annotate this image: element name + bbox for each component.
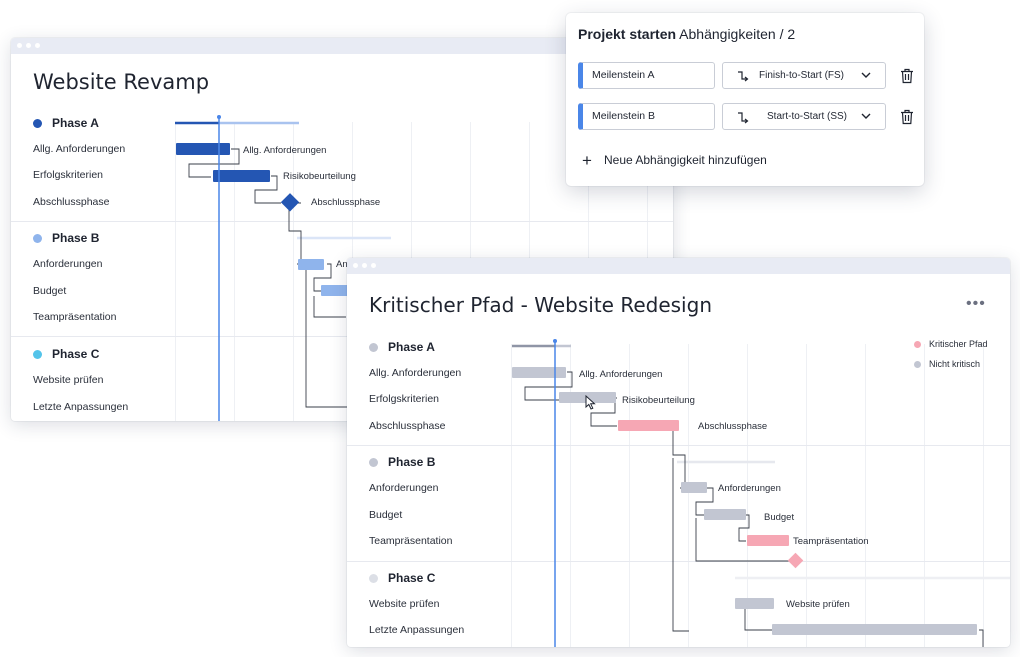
dependency-type-select[interactable]: Start-to-Start (SS) [722, 103, 886, 130]
page-title: Kritischer Pfad - Website Redesign [369, 293, 712, 317]
popup-title: Projekt starten Abhängigkeiten / 2 [578, 26, 796, 42]
page-title: Website Revamp [33, 70, 210, 94]
bar-label: Website prüfen [786, 599, 850, 610]
phase-a-dot [33, 119, 42, 128]
task-label: Letzte Anpassungen [369, 624, 465, 636]
bar-label: Teampräsentation [793, 536, 869, 547]
task-label: Website prüfen [369, 598, 440, 610]
gantt-bar[interactable] [176, 143, 230, 155]
phase-a-dot [369, 343, 378, 352]
gantt-bar-critical[interactable] [618, 420, 679, 431]
task-label: Teampräsentation [369, 535, 453, 547]
phase-b-label: Phase B [388, 455, 436, 469]
phase-b-dot [369, 458, 378, 467]
milestone-diamond[interactable] [280, 193, 300, 212]
bar-label: Anforderungen [718, 483, 781, 494]
dependency-type-select[interactable]: Finish-to-Start (FS) [722, 62, 886, 89]
phase-a-label: Phase A [388, 340, 435, 354]
bar-label: Risikobeurteilung [283, 171, 356, 182]
task-label: Erfolgskriterien [33, 169, 104, 181]
task-label: Abschlussphase [369, 420, 446, 432]
start-to-start-icon [738, 112, 749, 124]
plus-icon: + [582, 151, 592, 170]
window-titlebar [11, 38, 673, 54]
bar-label: Abschlussphase [698, 421, 768, 432]
delete-icon[interactable] [900, 68, 914, 84]
bar-label: Risikobeurteilung [622, 395, 695, 406]
task-label: Abschlussphase [33, 196, 110, 208]
legend-critical-label: Kritischer Pfad [929, 339, 988, 349]
phase-b-label: Phase B [52, 231, 100, 245]
phase-c-dot [369, 574, 378, 583]
phase-c-dot [33, 350, 42, 359]
phase-a-label: Phase A [52, 116, 99, 130]
task-label: Budget [369, 509, 403, 521]
gantt-bar[interactable] [321, 285, 351, 296]
bar-label: Allg. Anforderungen [243, 145, 327, 156]
phase-c-label: Phase C [52, 347, 100, 361]
milestone-diamond[interactable] [787, 552, 804, 569]
gantt-bar[interactable] [772, 624, 977, 635]
task-label: Anforderungen [33, 258, 103, 270]
gantt-bar[interactable] [704, 509, 746, 520]
legend-noncritical-label: Nicht kritisch [929, 359, 981, 369]
gantt-bar[interactable] [681, 482, 707, 493]
phase-c-label: Phase C [388, 571, 436, 585]
task-label: Website prüfen [33, 374, 104, 386]
gantt-bar-critical[interactable] [747, 535, 789, 546]
more-options-icon[interactable]: ••• [966, 295, 986, 312]
bar-label: Abschlussphase [311, 197, 381, 208]
task-label: Budget [33, 285, 67, 297]
window-titlebar [347, 258, 1010, 274]
bar-label: Anf [336, 259, 351, 270]
gantt-chart [512, 339, 1010, 647]
front-window: Kritischer Pfad - Website Redesign Phase… [347, 258, 1010, 647]
task-label: Letzte Anpassungen [33, 401, 129, 413]
phase-b-dot [33, 234, 42, 243]
task-label: Allg. Anforderungen [33, 143, 126, 155]
task-label: Anforderungen [369, 482, 439, 494]
dependency-milestone-field[interactable]: Meilenstein A [578, 62, 715, 89]
gantt-bar[interactable] [213, 170, 270, 182]
add-dependency-button[interactable]: +Neue Abhängigkeit hinzufügen [582, 151, 767, 170]
task-label: Teampräsentation [33, 311, 117, 323]
mouse-cursor-icon [585, 395, 596, 410]
legend-critical-dot [914, 341, 921, 348]
bar-label: Budget [764, 512, 795, 523]
gantt-chart [175, 115, 391, 421]
legend-noncritical-dot [914, 361, 921, 368]
gantt-bar[interactable] [298, 259, 324, 270]
chevron-down-icon [861, 72, 871, 78]
dependencies-popup: Projekt starten Abhängigkeiten / 2 Meile… [566, 13, 924, 186]
gantt-bar[interactable] [735, 598, 774, 609]
task-label: Erfolgskriterien [369, 393, 440, 405]
finish-to-start-icon [738, 71, 749, 82]
task-label: Allg. Anforderungen [369, 367, 462, 379]
delete-icon[interactable] [900, 109, 914, 125]
bar-label: Allg. Anforderungen [579, 369, 663, 380]
dependency-milestone-field[interactable]: Meilenstein B [578, 103, 715, 130]
chevron-down-icon [861, 113, 871, 119]
gantt-bar[interactable] [512, 367, 566, 378]
